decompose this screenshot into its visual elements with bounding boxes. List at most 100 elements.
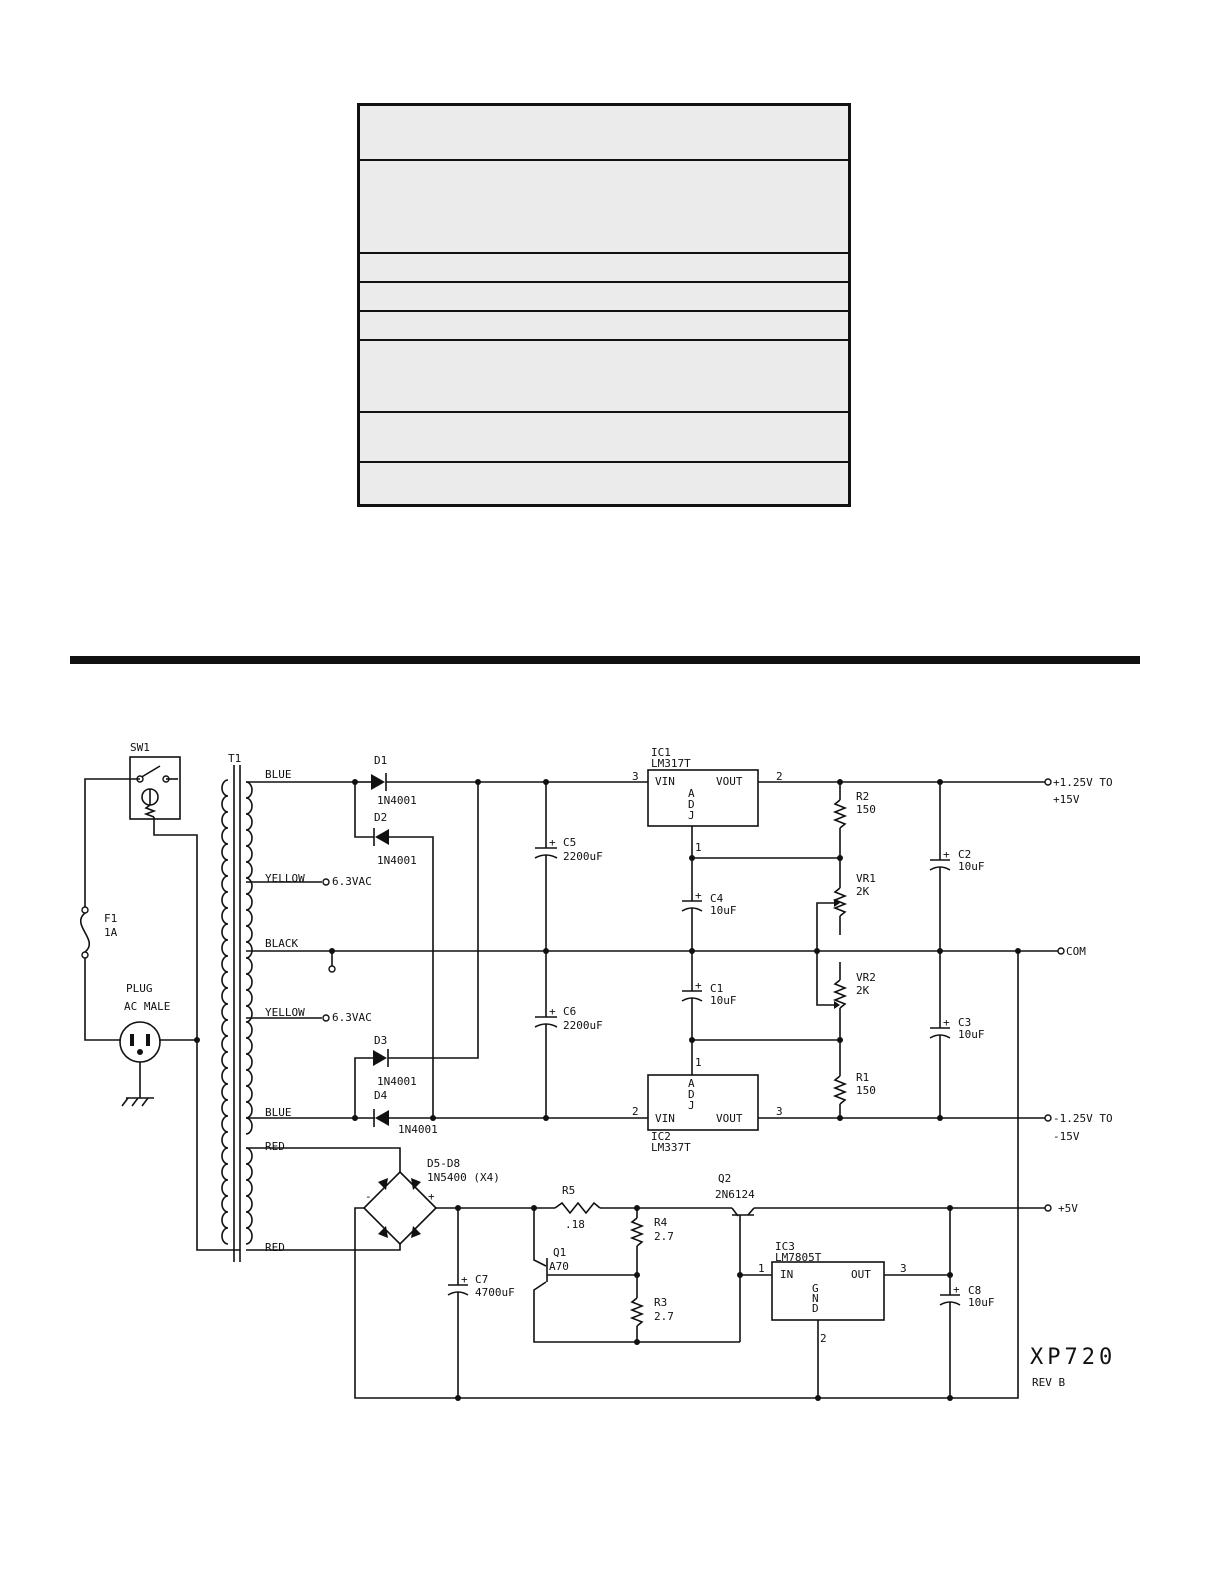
q2-part: 2N6124 bbox=[715, 1188, 755, 1201]
d4-label: D4 bbox=[374, 1089, 388, 1102]
f1-label: F1 bbox=[104, 912, 117, 925]
c6-value: 2200uF bbox=[563, 1019, 603, 1032]
d1-label: D1 bbox=[374, 754, 387, 767]
transformer-t1: T1 BLUE YELLOW 6.3VAC BLACK YELLOW 6.3VA… bbox=[221, 752, 1058, 1262]
potentiometer-vr1: VR1 2K bbox=[816, 858, 876, 951]
out-neg-label: -1.25V TO bbox=[1053, 1112, 1113, 1125]
ic1-vout: VOUT bbox=[716, 775, 743, 788]
resistors-r4-r3: R4 2.7 R3 2.7 bbox=[629, 1208, 674, 1345]
ic1-pin2: 2 bbox=[776, 770, 783, 783]
ic1-part: LM317T bbox=[651, 757, 691, 770]
c8-plus: + bbox=[953, 1283, 960, 1296]
output-rails: +1.25V TO +15V COM -1.25V TO -15V bbox=[758, 776, 1113, 1143]
r4-value: 2.7 bbox=[654, 1230, 674, 1243]
r1-label: R1 bbox=[856, 1071, 869, 1084]
ic1-adj-j: J bbox=[688, 809, 695, 822]
out-neg-label2: -15V bbox=[1053, 1130, 1080, 1143]
ic3-in: IN bbox=[780, 1268, 793, 1281]
ic3-pin3: 3 bbox=[900, 1262, 907, 1275]
red-top-label: RED bbox=[265, 1140, 285, 1153]
bridge-minus: - bbox=[365, 1190, 372, 1203]
ic3-label: IC3 bbox=[775, 1240, 795, 1253]
c3-label: C3 bbox=[958, 1016, 971, 1029]
black-label: BLACK bbox=[265, 937, 298, 950]
table-row bbox=[360, 461, 848, 463]
red-bot-label: RED bbox=[265, 1241, 285, 1254]
ic3-out: OUT bbox=[851, 1268, 871, 1281]
c5-value: 2200uF bbox=[563, 850, 603, 863]
ic2-label: IC2 bbox=[651, 1130, 671, 1143]
c7-plus: + bbox=[461, 1273, 468, 1286]
schematic-title: XP720 bbox=[1030, 1345, 1116, 1370]
potentiometer-vr2: VR2 2K bbox=[814, 948, 876, 1040]
capacitor-c6: + C6 2200uF bbox=[534, 948, 603, 1121]
d2-label: D2 bbox=[374, 811, 387, 824]
r1-value: 150 bbox=[856, 1084, 876, 1097]
vr1-label: VR1 bbox=[856, 872, 876, 885]
vr1-value: 2K bbox=[856, 885, 870, 898]
table-row bbox=[360, 252, 848, 254]
d5d8-label: D5-D8 bbox=[427, 1157, 460, 1170]
r4-label: R4 bbox=[654, 1216, 668, 1229]
bridge-plus: + bbox=[428, 1190, 435, 1203]
c2-value: 10uF bbox=[958, 860, 985, 873]
ic1-adj-d: D bbox=[688, 798, 695, 811]
c1-value: 10uF bbox=[710, 994, 737, 1007]
mains-wiring bbox=[84, 778, 240, 1251]
table-row bbox=[360, 339, 848, 341]
out-pos-label: +1.25V TO bbox=[1053, 776, 1113, 789]
regulator-ic3: IC3 LM7805T IN OUT G N D 1 3 2 bbox=[740, 1240, 953, 1401]
capacitor-c2: + C2 10uF bbox=[929, 782, 985, 951]
yellow-bot-label: YELLOW bbox=[265, 1006, 305, 1019]
ic2-part: LM337T bbox=[651, 1141, 691, 1154]
ic3-gnd-d: D bbox=[812, 1302, 819, 1315]
d4-part: 1N4001 bbox=[398, 1123, 438, 1136]
c2-plus: + bbox=[943, 848, 950, 861]
ic2-vout: VOUT bbox=[716, 1112, 743, 1125]
r3-label: R3 bbox=[654, 1296, 667, 1309]
sw1-label: SW1 bbox=[130, 741, 150, 754]
plug-label: PLUG bbox=[126, 982, 153, 995]
vr2-value: 2K bbox=[856, 984, 870, 997]
ac-plug: PLUG AC MALE bbox=[119, 982, 170, 1107]
r2-label: R2 bbox=[856, 790, 869, 803]
c8-label: C8 bbox=[968, 1284, 981, 1297]
c7-label: C7 bbox=[475, 1273, 488, 1286]
table-row bbox=[360, 310, 848, 312]
d5d8-part: 1N5400 (X4) bbox=[427, 1171, 500, 1184]
c4-plus: + bbox=[695, 889, 702, 902]
q1-part: A70 bbox=[549, 1260, 569, 1273]
c1-label: C1 bbox=[710, 982, 723, 995]
ic2-vin: VIN bbox=[655, 1112, 675, 1125]
capacitor-c7: + C7 4700uF bbox=[447, 1205, 515, 1401]
q2-label: Q2 bbox=[718, 1172, 731, 1185]
ic3-pin1: 1 bbox=[758, 1262, 765, 1275]
ic3-pin2: 2 bbox=[820, 1332, 827, 1345]
c8-value: 10uF bbox=[968, 1296, 995, 1309]
adjust-network: + C4 10uF + C1 10uF bbox=[681, 826, 840, 1075]
f1-value: 1A bbox=[104, 926, 118, 939]
r5-value: .18 bbox=[565, 1218, 585, 1231]
ic2-adj-d: D bbox=[688, 1088, 695, 1101]
r3-value: 2.7 bbox=[654, 1310, 674, 1323]
blue-bot-label: BLUE bbox=[265, 1106, 292, 1119]
fuse-f1: F1 1A bbox=[79, 906, 118, 959]
c5-plus: + bbox=[549, 836, 556, 849]
yellow-top-voltage: 6.3VAC bbox=[332, 875, 372, 888]
ic1-pin1: 1 bbox=[695, 841, 702, 854]
diode-d1: D1 1N4001 bbox=[371, 754, 417, 807]
section-divider bbox=[70, 656, 1140, 664]
ic2-pin2: 2 bbox=[632, 1105, 639, 1118]
out-5v-label: +5V bbox=[1058, 1202, 1078, 1215]
c3-value: 10uF bbox=[958, 1028, 985, 1041]
table-row bbox=[360, 411, 848, 413]
ic1-adj-a: A bbox=[688, 787, 695, 800]
spec-table bbox=[357, 103, 851, 507]
ic2-adj-j: J bbox=[688, 1099, 695, 1112]
resistor-r1: R1 150 bbox=[832, 1040, 876, 1118]
power-switch-sw1: SW1 bbox=[129, 741, 181, 820]
ic2-pin3: 3 bbox=[776, 1105, 783, 1118]
c2-label: C2 bbox=[958, 848, 971, 861]
table-row bbox=[360, 281, 848, 283]
